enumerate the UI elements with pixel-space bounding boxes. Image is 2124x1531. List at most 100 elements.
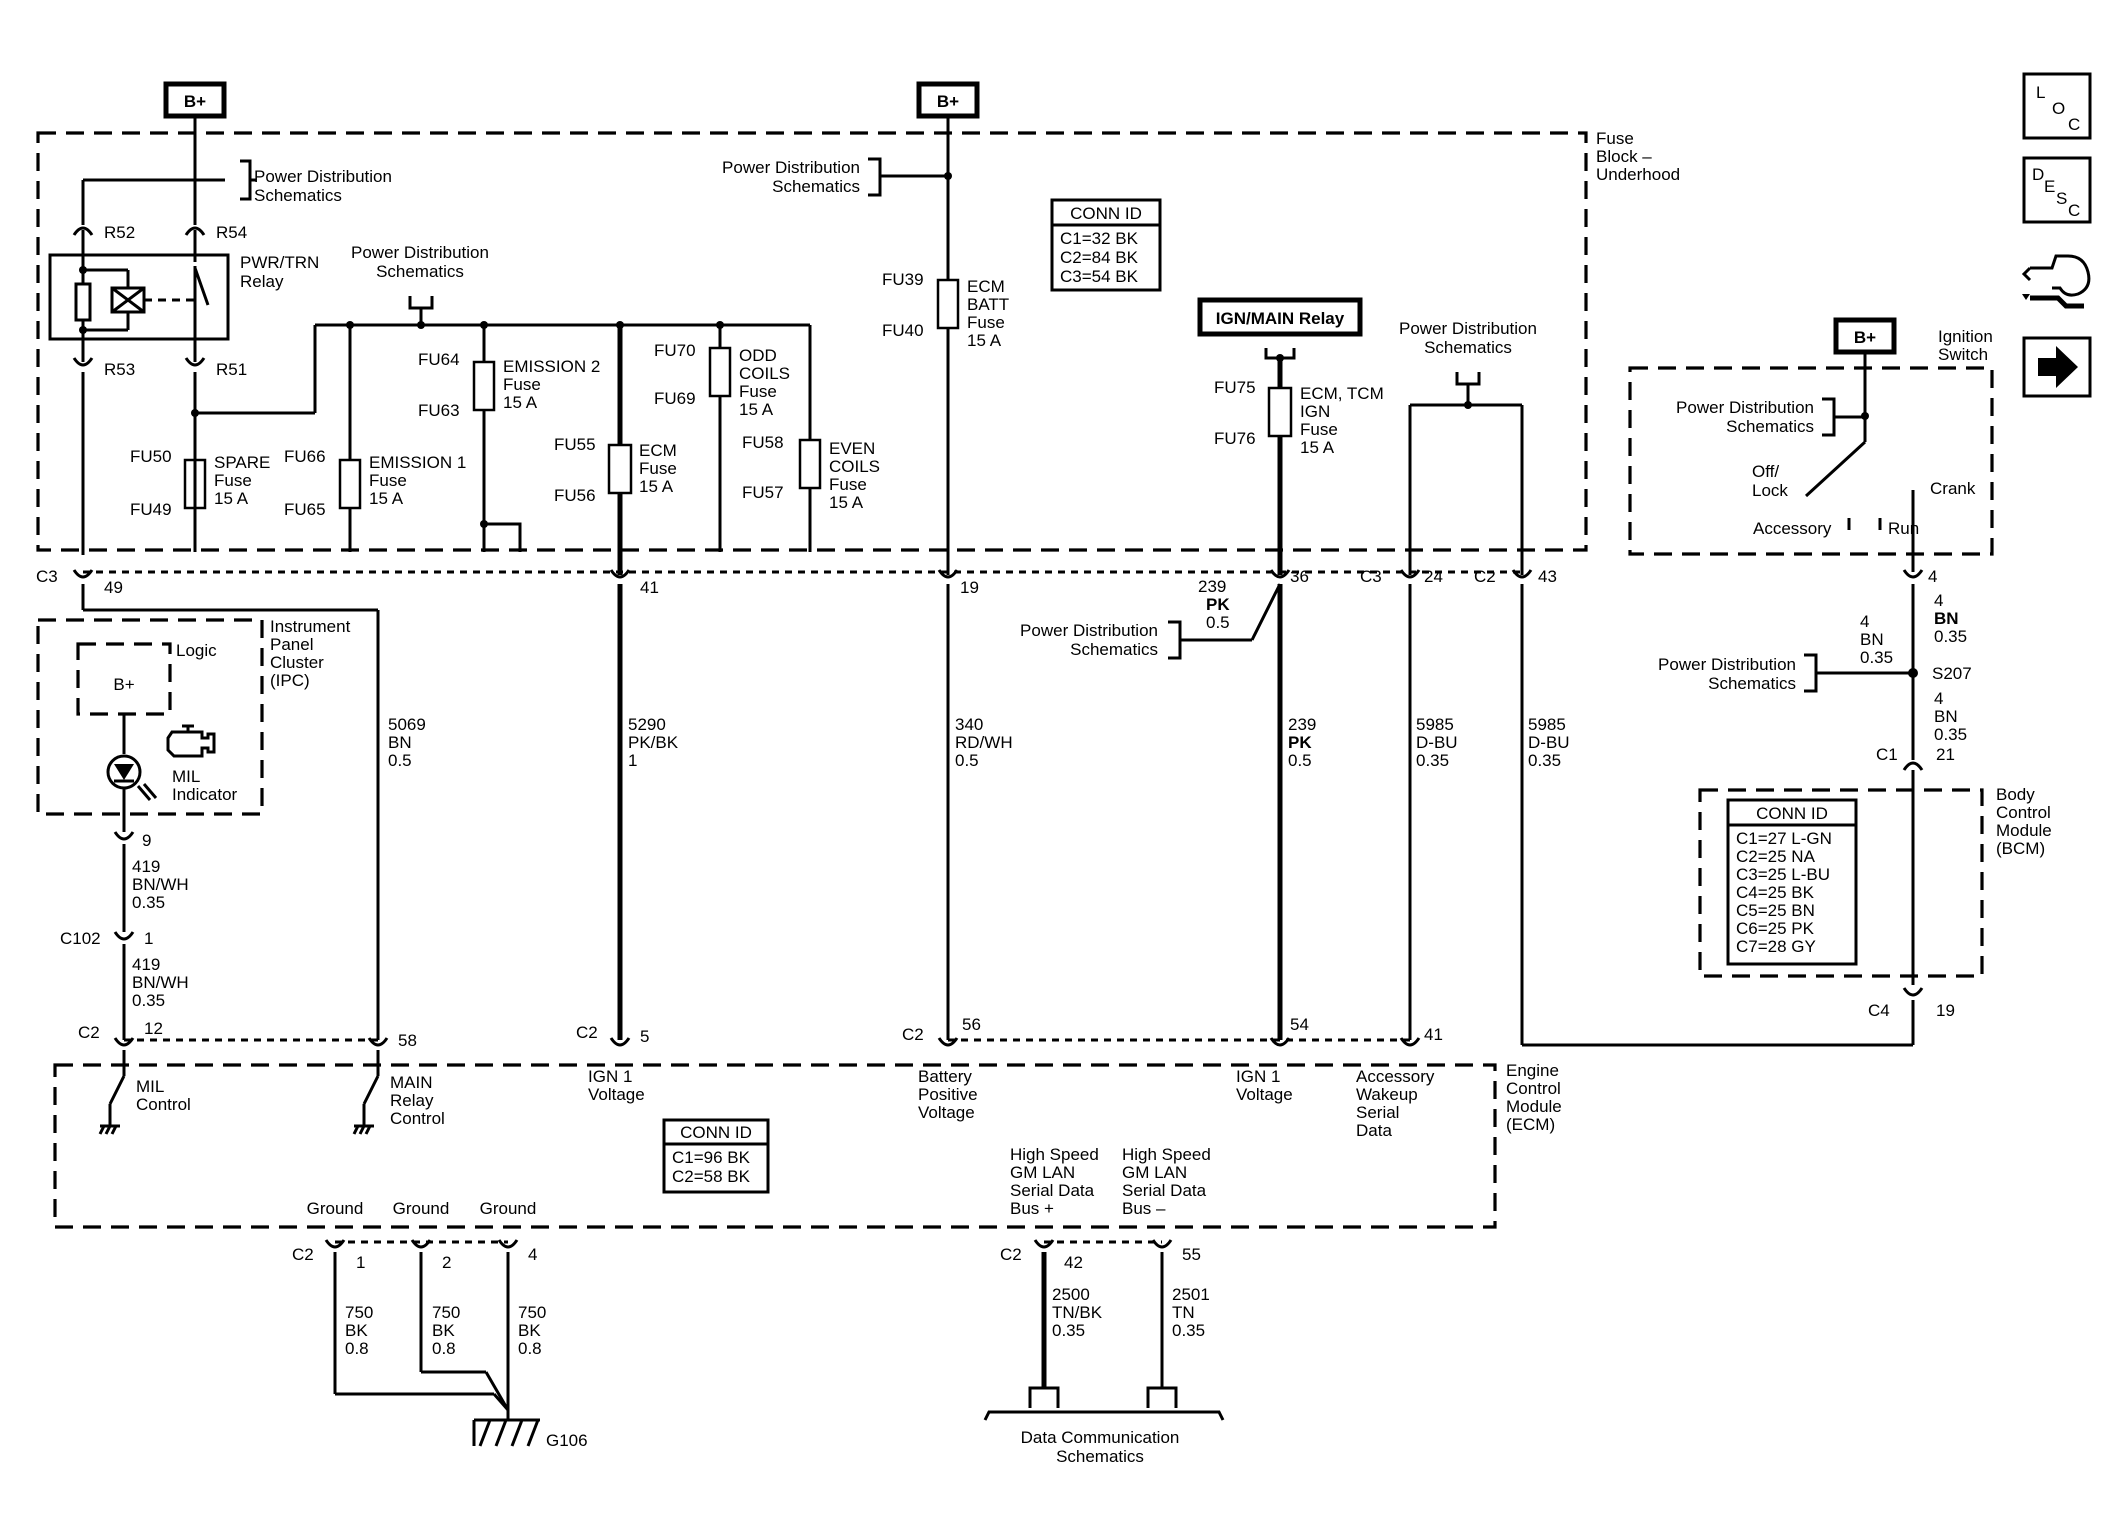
svg-text:0.35: 0.35: [1934, 627, 1967, 646]
svg-text:5290: 5290: [628, 715, 666, 734]
svg-text:E: E: [2044, 177, 2055, 196]
svg-text:R53: R53: [104, 360, 135, 379]
svg-text:Voltage: Voltage: [918, 1103, 975, 1122]
svg-text:GM LAN: GM LAN: [1122, 1163, 1187, 1182]
svg-text:(BCM): (BCM): [1996, 839, 2045, 858]
svg-text:FU69: FU69: [654, 389, 696, 408]
svg-text:IGN/MAIN Relay: IGN/MAIN Relay: [1216, 309, 1345, 328]
svg-text:B+: B+: [113, 675, 134, 694]
ipc-logic-block: Logic B+: [76, 641, 217, 716]
svg-text:2500: 2500: [1052, 1285, 1090, 1304]
svg-text:0.35: 0.35: [132, 991, 165, 1010]
svg-text:Crank: Crank: [1930, 479, 1976, 498]
svg-text:IGN 1: IGN 1: [1236, 1067, 1280, 1086]
svg-text:58: 58: [398, 1031, 417, 1050]
svg-text:L: L: [2036, 83, 2045, 102]
pwr-trn-relay: PWR/TRN Relay: [48, 230, 319, 362]
ecm-ground-labels: Ground Ground Ground: [307, 1199, 537, 1218]
pds-label-bus: Power Distribution Schematics: [351, 243, 489, 325]
svg-text:PK: PK: [1206, 595, 1230, 614]
svg-text:EMISSION 2: EMISSION 2: [503, 357, 600, 376]
svg-text:0.35: 0.35: [1172, 1321, 1205, 1340]
svg-text:Switch: Switch: [1938, 345, 1988, 364]
svg-text:19: 19: [960, 578, 979, 597]
svg-text:R52: R52: [104, 223, 135, 242]
svg-text:High Speed: High Speed: [1010, 1145, 1099, 1164]
svg-text:EMISSION 1: EMISSION 1: [369, 453, 466, 472]
wire-2500: 2500 TN/BK 0.35: [1052, 1285, 1103, 1340]
bplus-terminal-ignition: B+: [1833, 317, 1897, 355]
svg-text:C2: C2: [292, 1245, 314, 1264]
svg-text:0.35: 0.35: [1416, 751, 1449, 770]
ipc-pin-9: 9: [142, 831, 151, 850]
ecm-label: Engine Control Module (ECM): [1506, 1061, 1562, 1134]
svg-text:TN/BK: TN/BK: [1052, 1303, 1103, 1322]
mil-control-switch: MIL Control: [98, 1050, 191, 1135]
svg-text:(IPC): (IPC): [270, 671, 310, 690]
svg-text:Fuse: Fuse: [1596, 129, 1634, 148]
description-view-button[interactable]: D E S C: [2022, 156, 2092, 224]
wire-4-bn-a: 4 BN 0.35: [1934, 591, 1967, 646]
svg-text:C1=27 L-GN: C1=27 L-GN: [1736, 829, 1832, 848]
svg-text:Fuse: Fuse: [503, 375, 541, 394]
svg-text:C2: C2: [902, 1025, 924, 1044]
svg-text:Power Distribution: Power Distribution: [1020, 621, 1158, 640]
ecm-conn-id-table: CONN ID C1=96 BK C2=58 BK: [662, 1118, 770, 1194]
svg-text:Module: Module: [1996, 821, 2052, 840]
svg-text:S207: S207: [1932, 664, 1972, 683]
svg-text:Cluster: Cluster: [270, 653, 324, 672]
svg-text:SPARE: SPARE: [214, 453, 270, 472]
svg-text:FU76: FU76: [1214, 429, 1256, 448]
svg-text:FU40: FU40: [882, 321, 924, 340]
svg-text:C2: C2: [1000, 1245, 1022, 1264]
svg-text:Schematics: Schematics: [376, 262, 464, 281]
svg-text:Control: Control: [1506, 1079, 1561, 1098]
location-view-button[interactable]: L O C: [2022, 72, 2092, 140]
wire-5069: 5069 BN 0.5: [388, 715, 426, 770]
svg-text:BK: BK: [432, 1321, 455, 1340]
svg-text:MAIN: MAIN: [390, 1073, 433, 1092]
svg-text:IGN 1: IGN 1: [588, 1067, 632, 1086]
next-arrow-icon[interactable]: [2022, 336, 2092, 398]
svg-text:C4=25 BK: C4=25 BK: [1736, 883, 1815, 902]
svg-text:Fuse: Fuse: [639, 459, 677, 478]
svg-text:Serial Data: Serial Data: [1122, 1181, 1207, 1200]
svg-text:Data: Data: [1356, 1121, 1392, 1140]
svg-text:Control: Control: [1996, 803, 2051, 822]
svg-text:Relay: Relay: [390, 1091, 434, 1110]
bcm-c1-pin: 21: [1936, 745, 1955, 764]
data-communication-link: Data Communication Schematics: [983, 1386, 1225, 1466]
wire-4-bn-c: 4 BN 0.35: [1934, 689, 1967, 744]
svg-text:49: 49: [104, 578, 123, 597]
svg-text:0.5: 0.5: [388, 751, 412, 770]
svg-text:B+: B+: [1854, 328, 1876, 347]
svg-text:D-BU: D-BU: [1528, 733, 1570, 752]
svg-text:36: 36: [1290, 567, 1309, 586]
svg-text:MIL: MIL: [136, 1077, 164, 1096]
svg-text:15 A: 15 A: [503, 393, 538, 412]
svg-text:15 A: 15 A: [739, 400, 774, 419]
svg-text:PWR/TRN: PWR/TRN: [240, 253, 319, 272]
svg-text:BN: BN: [1860, 630, 1884, 649]
svg-text:FU49: FU49: [130, 500, 172, 519]
svg-text:5: 5: [640, 1027, 649, 1046]
svg-text:1: 1: [356, 1253, 365, 1272]
svg-text:Relay: Relay: [240, 272, 284, 291]
svg-text:Schematics: Schematics: [1070, 640, 1158, 659]
svg-text:Voltage: Voltage: [588, 1085, 645, 1104]
repair-tools-icon[interactable]: [2021, 254, 2091, 309]
svg-text:Fuse: Fuse: [829, 475, 867, 494]
pds-label-relay-2: Schematics: [254, 186, 342, 205]
svg-text:0.5: 0.5: [955, 751, 979, 770]
svg-text:Schematics: Schematics: [772, 177, 860, 196]
svg-text:BN: BN: [388, 733, 412, 752]
svg-text:FU57: FU57: [742, 483, 784, 502]
svg-text:24: 24: [1424, 567, 1443, 586]
svg-text:Control: Control: [136, 1095, 191, 1114]
svg-text:C2: C2: [1474, 567, 1496, 586]
svg-text:BN/WH: BN/WH: [132, 973, 189, 992]
svg-text:EVEN: EVEN: [829, 439, 875, 458]
svg-text:Voltage: Voltage: [1236, 1085, 1293, 1104]
svg-text:55: 55: [1182, 1245, 1201, 1264]
